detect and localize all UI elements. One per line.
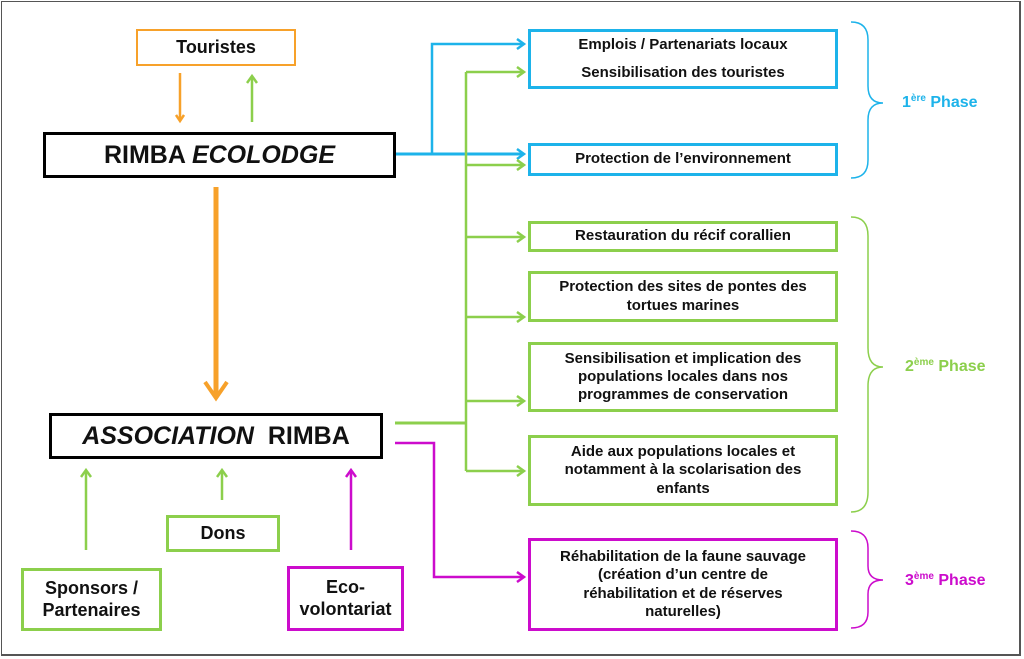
ecolodge-label-italic: ECOLODGE [191,140,336,169]
eco-line-2: volontariat [299,598,392,619]
sponsors-line-2: Partenaires [42,599,141,620]
phase2-aide-box: Aide aux populations locales et notammen… [528,435,838,506]
emplois-label: Emplois / Partenariats locaux [578,35,788,53]
sensib-line-1: Sensibilisation et implication des [564,349,802,367]
protection-env-label: Protection de l’environnement [575,150,791,168]
recif-label: Restauration du récif corallien [575,227,791,245]
tortues-line-2: tortues marines [626,296,740,314]
eco-volontariat-box: Eco- volontariat [287,566,404,631]
rehab-line-4: naturelles) [645,602,721,620]
sponsors-line-1: Sponsors / [44,577,138,598]
phase-3-label: 3ème Phase [905,571,986,589]
sponsors-box: Sponsors / Partenaires [21,568,162,631]
eco-line-1: Eco- [325,576,365,597]
phase2-recif-box: Restauration du récif corallien [528,221,838,252]
sensibilisation-touristes-label: Sensibilisation des touristes [581,64,785,81]
brace-phase-3 [850,530,884,629]
ecolodge-label-main: RIMBA [103,140,192,169]
brace-phase-2 [850,216,884,513]
rehab-line-1: Réhabilitation de la faune sauvage [560,547,806,565]
association-label-main: RIMBA [253,421,350,450]
rehab-line-3: réhabilitation et de réserves [583,584,783,602]
rimba-ecolodge-box: RIMBA ECOLODGE [43,132,396,178]
arrowhead-ecolodge-to-association [203,380,229,402]
aide-line-2: notamment à la scolarisation des [564,461,802,479]
phase-1-label: 1ère Phase [902,93,978,111]
aide-line-1: Aide aux populations locales et [570,443,796,461]
sensib-line-2: populations locales dans nos [577,367,789,385]
dons-box: Dons [166,515,280,552]
touristes-box: Touristes [136,29,296,66]
dons-label: Dons [200,522,246,543]
phase1-emplois-box: Emplois / Partenariats locaux Sensibilis… [528,29,838,89]
aide-line-3: enfants [656,479,710,497]
tortues-line-1: Protection des sites de pontes des [559,278,807,296]
association-rimba-box: ASSOCIATION RIMBA [49,413,383,459]
rehab-line-2: (création d’un centre de [597,566,769,584]
sensib-line-3: programmes de conservation [577,386,789,404]
phase1-protection-env-box: Protection de l’environnement [528,143,838,176]
touristes-label: Touristes [176,36,256,57]
phase2-tortues-box: Protection des sites de pontes des tortu… [528,271,838,322]
association-label-italic: ASSOCIATION [82,421,254,450]
phase3-rehabilitation-box: Réhabilitation de la faune sauvage (créa… [528,538,838,631]
phase2-sensibilisation-box: Sensibilisation et implication des popul… [528,342,838,412]
blue-connector-trunk [395,44,524,156]
magenta-connector-rehabilitation [395,441,524,577]
brace-phase-1 [850,21,884,179]
phase-2-label: 2ème Phase [905,357,986,375]
